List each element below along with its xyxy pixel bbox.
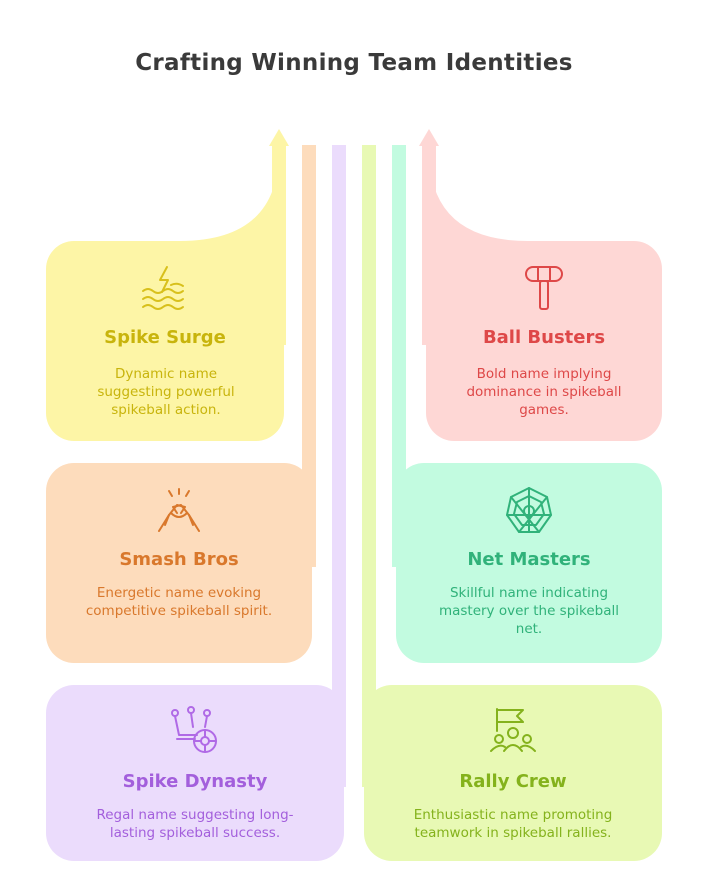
- diagram-title: Crafting Winning Team Identities: [135, 50, 573, 76]
- card-title: Rally Crew: [459, 771, 567, 792]
- card-title: Spike Dynasty: [122, 771, 268, 792]
- wave-lightning-icon: [46, 263, 284, 315]
- card-description: Dynamic name suggesting powerful spikeba…: [97, 366, 235, 418]
- card-spike-dynasty: Spike Dynasty Regal name suggesting long…: [46, 685, 344, 861]
- flow-spike-dynasty: [330, 145, 346, 787]
- card-net-masters: Net Masters Skillful name indicating mas…: [396, 463, 662, 663]
- flow-sweep-pink: [429, 150, 528, 260]
- card-spike-surge: Spike Surge Dynamic name suggesting powe…: [46, 241, 284, 441]
- flow-sweep-yellow: [180, 150, 279, 260]
- card-title: Smash Bros: [119, 549, 239, 570]
- handshake-icon: [46, 485, 312, 537]
- card-title: Net Masters: [467, 549, 591, 570]
- card-description: Enthusiastic name promoting teamwork in …: [413, 807, 613, 841]
- team-flag-icon: [364, 705, 662, 757]
- card-rally-crew: Rally Crew Enthusiastic name promoting t…: [364, 685, 662, 861]
- crown-ball-icon: [46, 705, 344, 757]
- card-ball-busters: Ball Busters Bold name implying dominanc…: [426, 241, 662, 441]
- spider-web-icon: [396, 485, 662, 537]
- card-title: Spike Surge: [104, 327, 226, 348]
- flow-rally-crew: [362, 145, 378, 787]
- card-description: Skillful name indicating mastery over th…: [438, 585, 620, 637]
- flow-ball-busters-arrowhead: [419, 129, 439, 146]
- card-smash-bros: Smash Bros Energetic name evoking compet…: [46, 463, 312, 663]
- flow-spike-surge-arrowhead: [269, 129, 289, 146]
- hammer-icon: [426, 263, 662, 315]
- card-title: Ball Busters: [482, 327, 606, 348]
- card-description: Regal name suggesting long-lasting spike…: [96, 807, 294, 841]
- card-description: Energetic name evoking competitive spike…: [85, 585, 273, 619]
- card-description: Bold name implying dominance in spikebal…: [466, 366, 622, 418]
